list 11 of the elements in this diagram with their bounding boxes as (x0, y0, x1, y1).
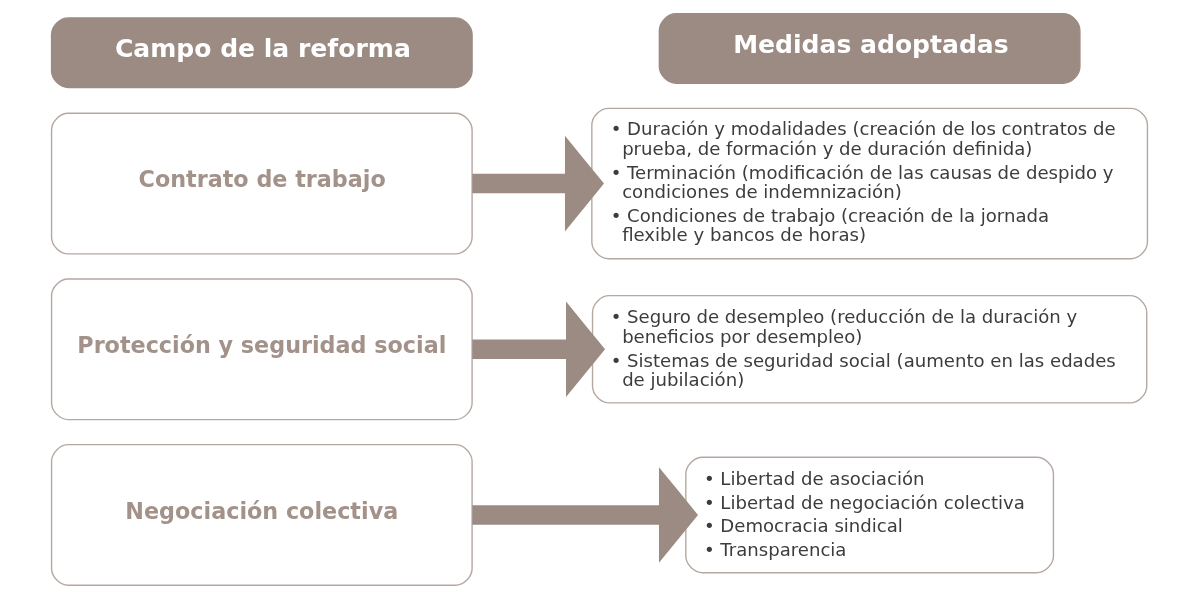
node-box: Protección y seguridad social (50, 278, 473, 421)
node-box: Negociación colectiva (50, 443, 473, 586)
arrow (471, 467, 698, 563)
node-box: Contrato de trabajo (50, 112, 473, 255)
arrow (471, 135, 604, 232)
node-box: • Seguro de desempleo (reducción de la duración y beneficios por desempleo) • Sistemas de seguridad social (aumento en las edades de jubilación) (591, 294, 1147, 404)
arrow (471, 301, 605, 398)
node-box: • Duración y modalidades (creación de los contratos de prueba, de formación y de duración definida) • Terminación (modificación de las causas de despido y condiciones de indemnización) • Condiciones de trabajo (creación de la jornada flexible y bancos de horas) (590, 107, 1148, 260)
node-box: Medidas adoptadas (658, 13, 1081, 84)
node-box: Campo de la reforma (50, 17, 473, 89)
node-box: • Libertad de asociación • Libertad de negociación colectiva • Democracia sindical • Transparencia (684, 456, 1054, 574)
